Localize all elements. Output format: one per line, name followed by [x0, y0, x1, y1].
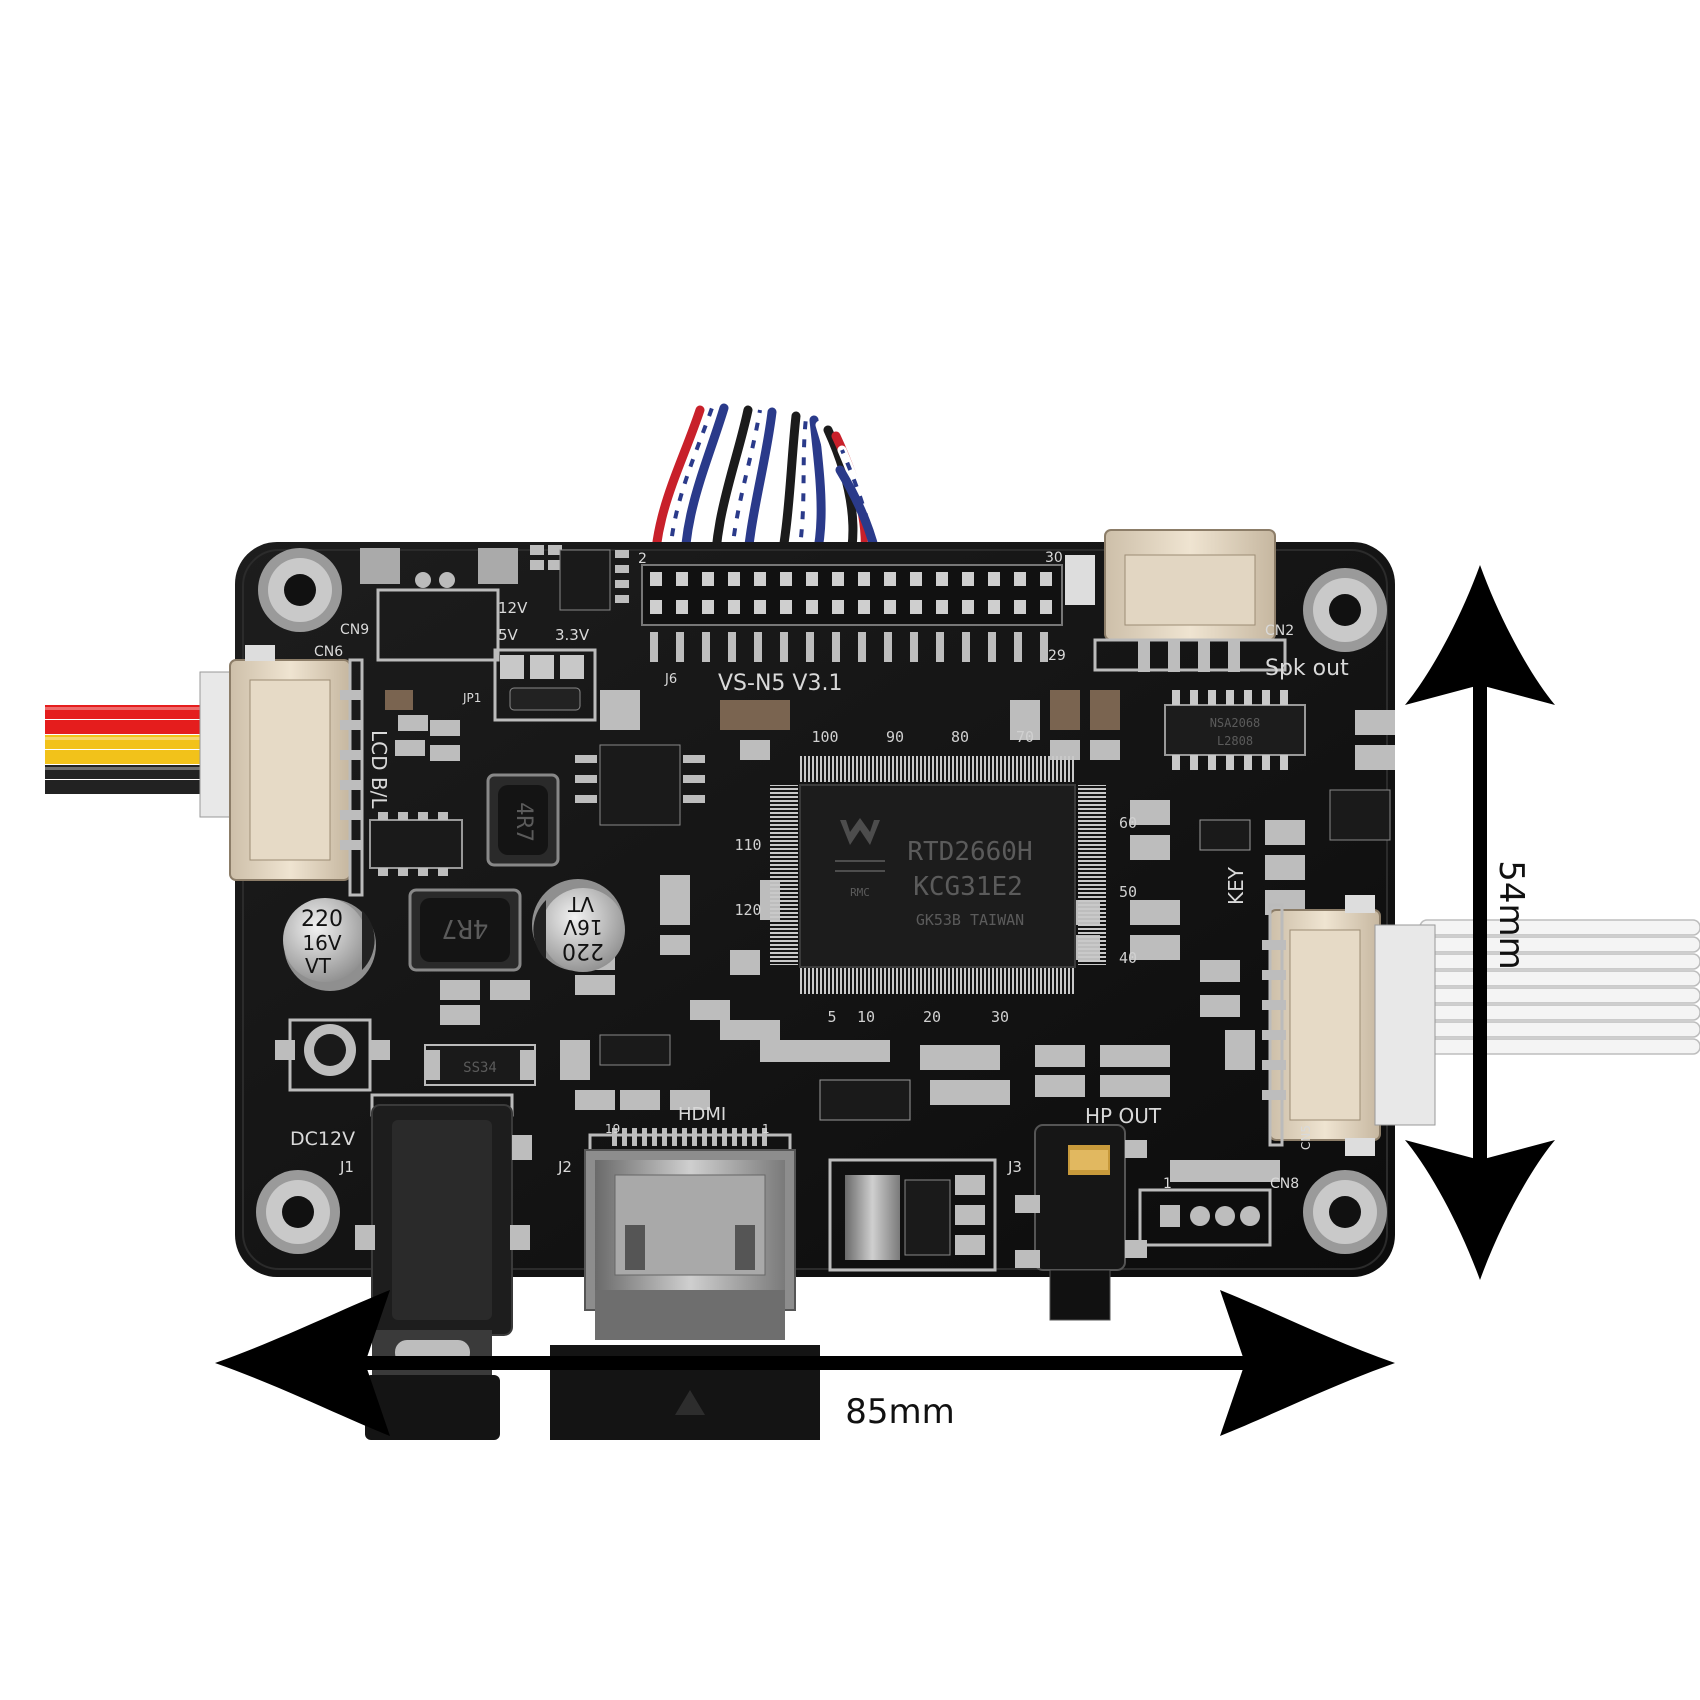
label-j2: J2 [557, 1158, 572, 1176]
inductor-top-marking: 4R7 [511, 802, 536, 842]
pin-label-10: 10 [857, 1008, 875, 1026]
audio-amplifier-chip: NSA2068 L2808 [1164, 690, 1306, 770]
chip-marking-2: KCG31E2 [913, 872, 1023, 902]
label-dc12v: DC12V [290, 1128, 355, 1150]
label-j6: J6 [664, 672, 677, 687]
pin-label-40: 40 [1119, 949, 1137, 967]
backlight-connector-cn6[interactable] [199, 645, 364, 897]
inductor-top: 4R7 [486, 773, 560, 867]
pin-label-5: 5 [827, 1008, 836, 1026]
label-3v3: 3.3V [555, 626, 590, 644]
cap-right-series: VT [567, 892, 594, 916]
cap-left-voltage: 16V [302, 931, 341, 955]
key-cable [1419, 919, 1700, 1055]
height-dimension-arrow: 54mm [1405, 565, 1555, 1280]
width-label: 85mm [845, 1392, 955, 1432]
diode-marking: SS34 [463, 1060, 497, 1076]
label-pin-29: 29 [1048, 648, 1066, 664]
mounting-holes [256, 548, 1387, 1254]
amp-marking-1: NSA2068 [1210, 716, 1261, 730]
headphone-jack-j3[interactable] [1015, 1124, 1147, 1321]
label-12v: 12V [498, 599, 528, 617]
pin-label-20: 20 [923, 1008, 941, 1026]
chip-marking-3: GK53B TAIWAN [916, 911, 1024, 929]
backlight-cable [45, 705, 245, 794]
label-spk-out: Spk out [1265, 656, 1349, 681]
amp-marking-2: L2808 [1217, 734, 1253, 748]
label-j3: J3 [1007, 1158, 1022, 1176]
regulator-footprint [360, 548, 518, 662]
dc-power-jack-j1[interactable] [355, 1093, 532, 1440]
label-5v: 5V [498, 626, 519, 644]
label-cn8-pin1: 1 [1163, 1176, 1172, 1192]
label-hp-out: HP OUT [1085, 1104, 1162, 1128]
chip-marking-1: RTD2660H [907, 837, 1032, 867]
label-hdmi-pin19: 19 [605, 1122, 620, 1136]
silkscreen-labels: CN9 CN6 LCD B/L 12V 5V 3.3V JP1 2 30 29 … [290, 550, 1349, 1192]
inductor-bottom: 4R7 [408, 888, 522, 972]
label-jp1: JP1 [462, 691, 481, 705]
label-j1: J1 [339, 1158, 354, 1176]
chip-pin-labels: 100 90 80 70 5 10 20 30 60 50 40 110 120 [734, 728, 1137, 1026]
label-cn5: CN5 [1299, 1125, 1313, 1150]
speaker-connector-cn2[interactable] [1093, 529, 1287, 672]
board-model: VS-N5 V3.1 [718, 671, 842, 696]
label-cn2: CN2 [1265, 623, 1294, 639]
regulator-bottom [828, 1158, 997, 1272]
capacitor-right: 220 16V VT [532, 879, 625, 972]
label-hdmi: HDMI [678, 1104, 726, 1125]
label-cn6: CN6 [314, 644, 343, 660]
realtek-logo-icon [835, 818, 885, 872]
main-chip-rtd2660h: RMC RTD2660H KCG31E2 GK53B TAIWAN [770, 756, 1106, 994]
label-pin-2: 2 [638, 551, 647, 567]
cap-left-series: VT [305, 954, 332, 978]
connector-cn8 [1138, 1188, 1272, 1247]
label-hdmi-pin1: 1 [762, 1122, 770, 1136]
cap-right-voltage: 16V [563, 915, 602, 939]
crystal-footprint [275, 1018, 390, 1092]
pin-label-80: 80 [951, 728, 969, 746]
pin-label-70: 70 [1016, 728, 1034, 746]
pin-label-110: 110 [734, 836, 761, 854]
chip-logo: RMC [850, 886, 870, 899]
lvds-connector-j6[interactable] [641, 555, 1095, 662]
jumper-jp1 [493, 648, 597, 722]
label-key: KEY [1224, 866, 1248, 905]
pin-label-100: 100 [811, 728, 838, 746]
width-dimension-arrow: 85mm [215, 1290, 1395, 1436]
cap-right-capacitance: 220 [562, 938, 604, 963]
pin-label-90: 90 [886, 728, 904, 746]
key-connector-cn5[interactable] [1262, 895, 1436, 1156]
inductor-bottom-marking: 4R7 [442, 913, 489, 943]
diode-ss34: SS34 [424, 1044, 536, 1086]
label-cn8: CN8 [1270, 1176, 1299, 1192]
label-lcd-bl: LCD B/L [367, 730, 391, 809]
hdmi-port-j2[interactable] [550, 1128, 820, 1440]
pin-label-50: 50 [1119, 883, 1137, 901]
pin-label-120: 120 [734, 901, 761, 919]
capacitor-left: 220 16V VT [283, 898, 376, 991]
cap-left-capacitance: 220 [301, 907, 343, 932]
label-cn9: CN9 [340, 622, 369, 638]
label-pin-30: 30 [1045, 550, 1063, 566]
pin-label-30: 30 [991, 1008, 1009, 1026]
pin-label-60: 60 [1119, 814, 1137, 832]
height-label: 54mm [1491, 860, 1531, 970]
